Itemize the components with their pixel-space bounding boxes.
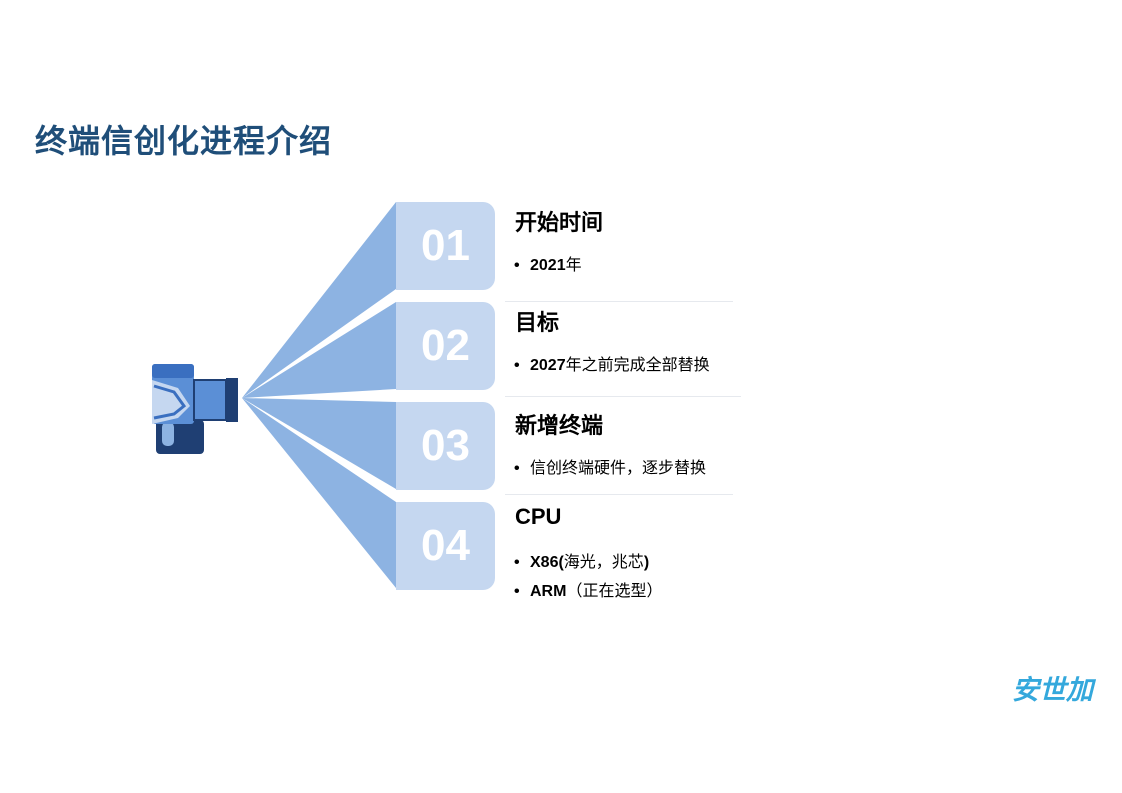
- beam-2: [242, 302, 396, 398]
- step-bullet: • 2027年之前完成全部替换: [514, 351, 710, 375]
- bullet-text: 信创终端硬件，逐步替换: [530, 460, 707, 477]
- bullet-text: 海光，兆芯: [563, 554, 644, 571]
- bullet-bold: 2027: [530, 357, 566, 374]
- bullet-dot: •: [514, 460, 520, 477]
- step-bullet: • ARM（正在选型）: [514, 577, 662, 601]
- bullet-bold: X86(: [530, 554, 564, 571]
- bullet-dot: •: [514, 257, 520, 274]
- step-bullet: • X86(海光，兆芯): [514, 548, 649, 572]
- bullet-bold: 2021: [530, 257, 566, 274]
- bullet-dot: •: [514, 583, 520, 600]
- step-bullet: • 2021年: [514, 251, 582, 275]
- bullet-text: （正在选型）: [566, 583, 663, 600]
- step-box-02: 02: [396, 302, 495, 390]
- camera-projector-icon: [152, 364, 238, 454]
- beam-4: [242, 398, 396, 588]
- step-number: 03: [421, 421, 470, 470]
- step-box-04: 04: [396, 502, 495, 590]
- step-heading: CPU: [515, 504, 562, 529]
- divider: [505, 301, 733, 302]
- step-number: 04: [421, 521, 470, 570]
- step-heading: 新增终端: [515, 413, 604, 438]
- beam-3: [242, 398, 396, 489]
- step-heading: 开始时间: [515, 210, 604, 235]
- beam-1: [242, 202, 396, 398]
- step-box-01: 01: [396, 202, 495, 290]
- brand-logo: 安世加: [1012, 675, 1093, 705]
- bullet-dot: •: [514, 554, 520, 571]
- bullet-dot: •: [514, 357, 520, 374]
- step-number: 02: [421, 321, 470, 370]
- divider: [505, 396, 741, 397]
- step-box-03: 03: [396, 402, 495, 490]
- divider: [505, 494, 733, 495]
- step-heading: 目标: [515, 310, 560, 335]
- bullet-text: 年: [565, 257, 582, 274]
- bullet-bold: ARM: [530, 583, 567, 600]
- page-title: 终端信创化进程介绍: [35, 123, 333, 159]
- bullet-text: 年之前完成全部替换: [565, 357, 710, 374]
- bullet-bold-suffix: ): [643, 554, 650, 571]
- step-bullet: • 信创终端硬件，逐步替换: [514, 454, 706, 478]
- step-number: 01: [421, 221, 470, 270]
